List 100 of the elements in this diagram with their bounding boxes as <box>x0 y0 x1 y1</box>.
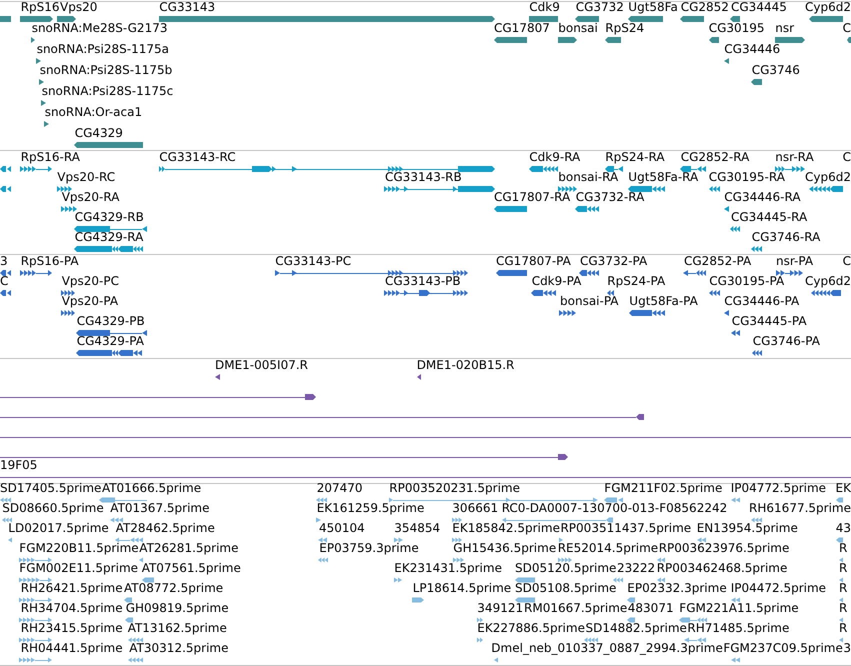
est-name: GH09819.5prime <box>126 602 229 615</box>
est-name: GH15436.5prime <box>453 542 556 555</box>
est-name: EK <box>836 482 851 495</box>
est-name: IP04772.5prime <box>730 482 826 495</box>
est-name: IP04472.5prime <box>730 582 826 595</box>
protein-name: CG30195-PA <box>709 274 784 288</box>
est-name: FGM002E11.5prime <box>19 562 138 575</box>
gene-name: CG30195 <box>708 22 765 35</box>
protein-name: CG33143-PC <box>275 254 352 268</box>
est-name: AT30312.5prime <box>129 642 228 655</box>
gene-name: RpS24 <box>605 22 644 35</box>
gene-name: C <box>842 22 851 35</box>
est-name: R <box>839 602 848 615</box>
gene-name: CG17807 <box>494 22 550 35</box>
est-name: LD02017.5prime <box>8 522 109 535</box>
protein-name: C <box>0 274 8 288</box>
est-name: RP003520231.5prime <box>389 482 520 495</box>
est-name: RP003511437.5prime <box>560 522 692 535</box>
est-name: EP02332.3prime <box>627 582 727 595</box>
est-name: EP03759.3prime <box>319 542 419 555</box>
gene-name: CG3746 <box>752 64 800 77</box>
est-name: 349121 <box>477 602 524 615</box>
transcript-name: CG17807-RA <box>494 190 570 204</box>
gene-name: CG4329 <box>74 126 123 140</box>
est-name: R <box>839 622 848 635</box>
transcript-name: CG33143-RB <box>385 170 462 184</box>
gene-name: Cyp6d2 <box>805 0 851 14</box>
est-name: RM01667.5prime <box>524 602 628 615</box>
est-name: R <box>839 562 848 575</box>
est-name: SD14882.5prime <box>585 622 687 635</box>
est-name: SD05108.5prime <box>515 582 616 595</box>
gene-name: snoRNA:Psi28S-1175c <box>42 84 174 98</box>
gene-name: CG2852 <box>680 0 729 14</box>
transcript-name: CG33143-RC <box>159 150 236 164</box>
est-name: R <box>839 542 848 555</box>
est-name: RH34704.5prime <box>20 602 123 615</box>
est-name: LP18614.5prime <box>412 582 512 595</box>
est-name: RE52014.5prime <box>558 542 658 555</box>
gene-name: CG33143 <box>159 0 216 14</box>
transcript-name: Cyp6d2 <box>805 170 851 184</box>
transcript-name: C <box>842 150 851 164</box>
est-name: SD08660.5prime <box>2 502 104 515</box>
transcript-name: Vps20-RA <box>62 190 120 204</box>
est-name: FGM221A11.5prime <box>679 602 799 615</box>
transcript-name: nsr-RA <box>775 150 814 164</box>
gene-name: nsr <box>775 22 794 35</box>
est-name: RH61677.5prime <box>749 502 851 515</box>
protein-name: Vps20-PA <box>62 294 118 308</box>
protein-name: CG4329-PA <box>76 334 144 348</box>
est-name: 207470 <box>316 482 362 495</box>
transcript-name: CG34445-RA <box>731 210 808 224</box>
protein-name: CG2852-PA <box>684 254 752 268</box>
gene-name: snoRNA:Me28S-G2173 <box>32 22 168 35</box>
gene-name: Cdk9 <box>529 0 560 14</box>
protein-name: CG4329-PB <box>76 314 145 328</box>
est-name: EK161259.5prime <box>316 502 424 515</box>
transcript-name: Vps20-RC <box>57 170 116 184</box>
est-name: EK231431.5prime <box>394 562 502 575</box>
transcript-name: Cdk9-RA <box>529 150 580 164</box>
protein-name: RpS24-PA <box>607 274 666 288</box>
gene-name: CG3732 <box>576 0 624 14</box>
gene-name: CG34446 <box>724 42 780 56</box>
est-name: 23222 <box>616 562 656 575</box>
gene-name: snoRNA:Or-aca1 <box>44 106 142 119</box>
clone-name: DME1-020B15.R <box>416 358 514 372</box>
protein-name: CG34446-PA <box>724 294 800 308</box>
gene-name: snoRNA:Psi28S-1175b <box>40 64 172 77</box>
est-name: AT08772.5prime <box>124 582 224 595</box>
protein-name: bonsai-PA <box>560 294 619 308</box>
gene-name: CG34445 <box>731 0 787 14</box>
gene-name: Vps20 <box>60 0 98 14</box>
est-name: RP003462468.5prime <box>656 562 788 575</box>
est-name: RH71485.5prime <box>687 622 790 635</box>
transcript-name: CG3732-RA <box>576 190 644 204</box>
protein-name: Ugt58Fa-PA <box>629 294 698 308</box>
protein-name: C <box>842 254 851 268</box>
est-name: EK227886.5prime <box>477 622 585 635</box>
est-name: RC0-DA0007-130700-013-F08562242 <box>502 502 728 515</box>
clone-name: 19F05 <box>0 458 38 472</box>
transcript-name: bonsai-RA <box>558 170 618 184</box>
est-name: EK185842.5prime <box>452 522 560 535</box>
est-name: RH26421.5prime <box>20 582 123 595</box>
protein-name: CG34445-PA <box>732 314 807 328</box>
est-name: 43 <box>836 522 851 535</box>
protein-name: CG33143-PB <box>385 274 461 288</box>
transcript-name: RpS24-RA <box>605 150 665 164</box>
transcript-name: CG30195-RA <box>708 170 785 184</box>
est-name: FGM211F02.5prime <box>604 482 722 495</box>
protein-name: Cyp6d2 <box>805 274 851 288</box>
est-name: SD17405.5prime <box>0 482 102 495</box>
est-name: 3 <box>843 642 851 655</box>
protein-name: Vps20-PC <box>62 274 119 288</box>
est-name: AT26281.5prime <box>139 542 238 555</box>
transcript-name: CG3746-RA <box>752 230 820 244</box>
est-name: AT07561.5prime <box>142 562 241 575</box>
transcript-name: CG34446-RA <box>724 190 801 204</box>
clone-name: DME1-005I07.R <box>215 358 308 372</box>
protein-name: CG3746-PA <box>752 334 820 348</box>
est-name: RP003623976.5prime <box>658 542 790 555</box>
est-name: AT28462.5prime <box>116 522 215 535</box>
